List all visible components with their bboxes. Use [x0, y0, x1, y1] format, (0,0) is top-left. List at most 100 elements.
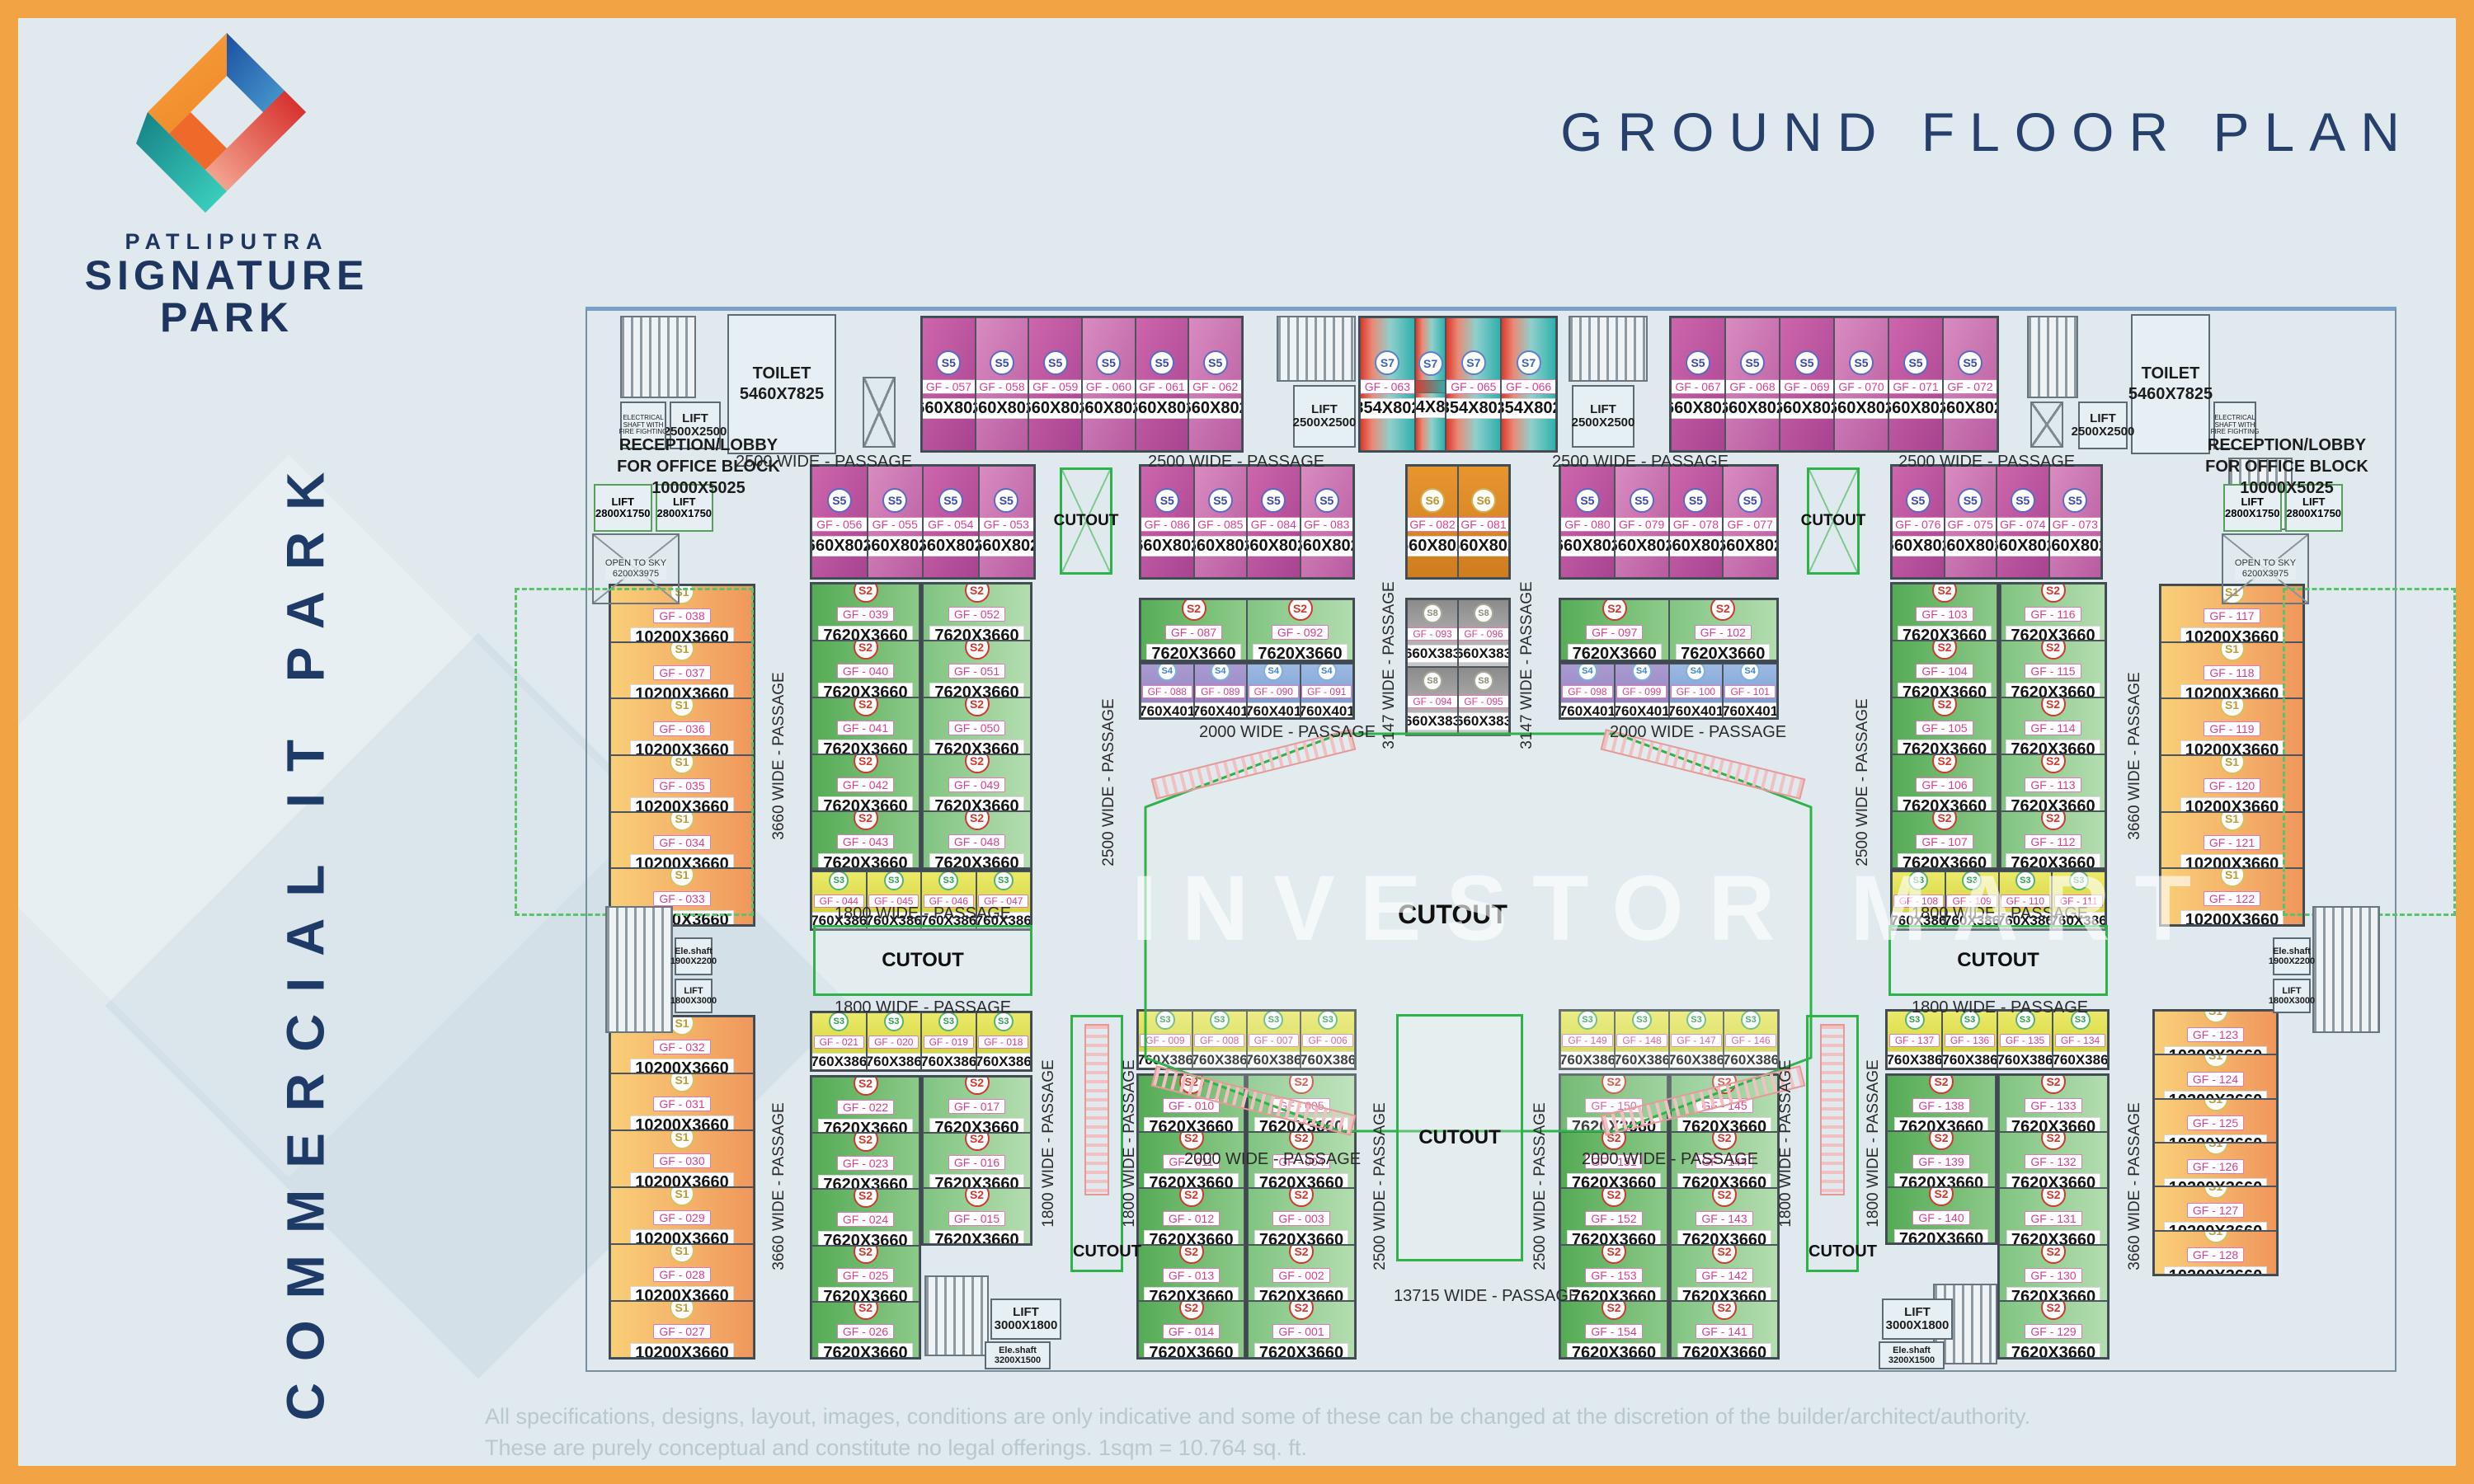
unit-size: 3354X8025 — [1502, 397, 1555, 419]
badge-S2: S2 — [853, 1078, 878, 1096]
unit-id: GF - 101 — [1724, 685, 1776, 698]
unit-id: GF - 009 — [1140, 1034, 1191, 1047]
unit-size: 10200X3660 — [630, 796, 734, 811]
unit-size: 3660X8025 — [1892, 535, 1944, 556]
passage-label: 2000 WIDE - PASSAGE — [1610, 723, 1787, 741]
unit-id: GF - 049 — [948, 777, 1006, 792]
badge-S5: S5 — [1150, 350, 1175, 375]
unit-id: GF - 117 — [2204, 608, 2260, 623]
unit-size: 3760X3860 — [867, 912, 921, 928]
unit-size: 7620X3660 — [818, 853, 913, 867]
unit-size: 3760X4010 — [1615, 702, 1668, 717]
badge-S2: S2 — [1178, 1302, 1204, 1321]
unit-id: GF - 127 — [2186, 1203, 2245, 1219]
unit-id: GF - 053 — [979, 516, 1034, 532]
unit-size: 3760X4010 — [1194, 702, 1247, 717]
unit-size: 3660X8025 — [1835, 397, 1888, 419]
badge-S5: S5 — [1794, 350, 1819, 375]
unit-id: GF - 044 — [813, 895, 864, 908]
unit-id: GF - 135 — [1999, 1034, 2051, 1047]
unit-size: 7620X3660 — [929, 1118, 1024, 1132]
badge-S3: S3 — [1908, 872, 1929, 890]
unit-size: 3760X3860 — [867, 1053, 921, 1069]
unit-id: GF - 027 — [653, 1324, 711, 1339]
unit-size: 10200X3660 — [2163, 1266, 2268, 1274]
unit-id: GF - 020 — [868, 1036, 920, 1049]
badge-S2: S2 — [1929, 1132, 1954, 1150]
badge-S1: S1 — [2219, 869, 2245, 888]
unit-size: 3760X3860 — [1892, 912, 1945, 928]
unit-id: GF - 138 — [1912, 1097, 1970, 1113]
unit-size: 7620X3660 — [2006, 1173, 2101, 1188]
cutout-escalator-right: CUTOUT — [1806, 1015, 1877, 1272]
unit-size: 3760X3860 — [2053, 1051, 2107, 1068]
unit-unlabeled: S73354X8025 — [1414, 317, 1446, 451]
badge-S2: S2 — [1289, 1189, 1314, 1207]
unit-size: 7620X3660 — [2006, 626, 2100, 640]
unit-id: GF - 144 — [1696, 1154, 1753, 1170]
unit-size: 3660X8025 — [1615, 535, 1668, 556]
unit-id: GF - 043 — [836, 834, 895, 849]
unit-id: GF - 031 — [653, 1097, 711, 1111]
badge-S5: S5 — [1629, 487, 1654, 513]
badge-S2: S2 — [1710, 600, 1736, 621]
unit-id: GF - 140 — [1912, 1209, 1970, 1225]
passage-label: 3147 WIDE - PASSAGE — [1518, 581, 1536, 749]
staircase-mid-west — [605, 906, 673, 1033]
unit-size: 3760X3860 — [1999, 912, 2052, 928]
unit-id: GF - 089 — [1195, 685, 1246, 698]
badge-S3: S3 — [1632, 1012, 1652, 1030]
unit-size: 7620X3660 — [1897, 626, 1992, 640]
unit-id: GF - 008 — [1193, 1034, 1245, 1047]
badge-S5: S5 — [994, 487, 1019, 513]
unit-size: 3760X3860 — [1301, 1051, 1355, 1068]
unit-id: GF - 074 — [1997, 516, 2048, 532]
unit-id: GF - 085 — [1194, 516, 1247, 532]
unit-id: GF - 030 — [653, 1153, 711, 1168]
badge-S2: S2 — [853, 755, 878, 773]
badge-S4: S4 — [1316, 665, 1337, 681]
brand-name-mid: SIGNATURE — [84, 252, 369, 298]
badge-S3: S3 — [993, 872, 1014, 890]
unit-size: 10200X3660 — [630, 1115, 734, 1129]
unit-id: GF - 130 — [2025, 1267, 2082, 1283]
badge-S1: S1 — [670, 869, 694, 888]
unit-size: 7620X3660 — [1677, 1116, 1772, 1131]
unit-size: 7620X3660 — [1253, 1229, 1349, 1244]
unit-size: 7620X3660 — [1566, 1229, 1662, 1244]
unit-id: GF - 003 — [1272, 1210, 1330, 1226]
badge-S7: S7 — [1516, 350, 1541, 375]
disclaimer: All specifications, designs, layout, ima… — [485, 1402, 2030, 1464]
unit-id: GF - 082 — [1408, 516, 1457, 532]
unit-id: GF - 029 — [653, 1210, 711, 1225]
unit-size: 3760X3860 — [1998, 1051, 2052, 1068]
badge-S3: S3 — [829, 872, 849, 890]
unit-id: GF - 081 — [1459, 516, 1508, 532]
badge-S3: S3 — [938, 1013, 959, 1031]
badge-S1: S1 — [670, 1074, 694, 1092]
